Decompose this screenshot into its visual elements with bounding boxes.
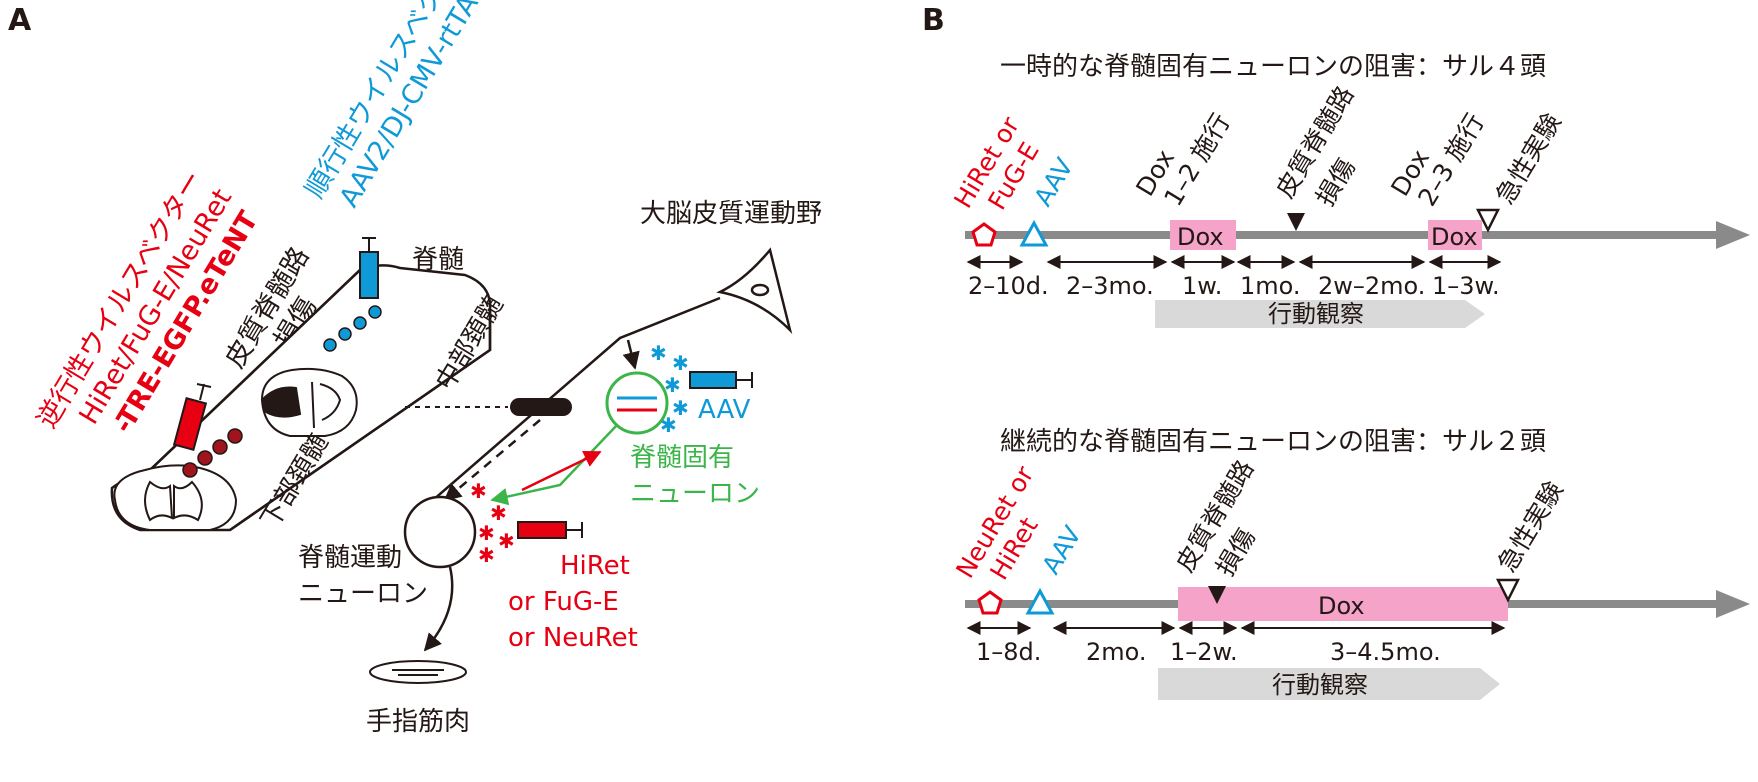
timeline2-observation-label: 行動観察 [1272, 671, 1368, 699]
cord-right-face [229, 310, 492, 532]
cord-cross-section-lesion [260, 367, 358, 437]
timeline1-interval-3: 1w. [1182, 272, 1222, 300]
timeline1-interval-2: 2–3mo. [1066, 272, 1154, 300]
svg-text:✱: ✱ [660, 413, 677, 437]
spinal-cord-label: 脊髄 [412, 245, 464, 275]
svg-text:✱: ✱ [498, 529, 515, 553]
timeline1-aav-triangle-icon [1019, 219, 1049, 247]
antero-vector-label: 順行性ウイルスベクター AAV2/DJ-CMV-rtTAV16 [299, 0, 511, 213]
timeline1-dox-box1 [1170, 220, 1236, 250]
timeline1-interval-1: 2–10d. [968, 272, 1049, 300]
panel-b-label: B [922, 3, 945, 38]
red-retro-arrow [521, 450, 602, 492]
timeline2-aav-triangle-icon [1025, 587, 1055, 615]
timeline2-dox-box [1178, 587, 1508, 621]
lesion-block [510, 398, 572, 416]
timeline1-observation-label: 行動観察 [1268, 300, 1364, 328]
timeline1-acute-label: 急性実験 [1490, 108, 1566, 209]
antero-syringe-icon [359, 237, 379, 299]
timeline2-interval-4: 3–4.5mo. [1330, 638, 1441, 666]
timeline1-dox-box2-label: Dox [1431, 223, 1478, 251]
timeline1-dox-box1-label: Dox [1177, 223, 1224, 251]
retro-virus-syringe-icon [517, 521, 583, 539]
red-particles-icon: ✱✱✱✱✱ [470, 479, 515, 567]
motoneuron [403, 495, 477, 569]
timeline1-interval-4: 1mo. [1240, 272, 1301, 300]
svg-text:✱: ✱ [478, 521, 495, 545]
cortical-axon [409, 296, 721, 521]
timeline2-lesion-marker-icon [1208, 586, 1226, 604]
timeline1-acute-marker-icon [1475, 208, 1501, 233]
aav-label: AAV [698, 395, 751, 425]
retro-option-2: or FuG-E [508, 587, 619, 617]
muscle-label: 手指筋肉 [366, 707, 470, 737]
timeline1-observation-arrow [1155, 300, 1485, 328]
motor-cortex-label: 大脳皮質運動野 [640, 199, 822, 229]
timeline1-retro-label: HiRet or FuG-E [948, 111, 1044, 215]
cord-cross-section-front [113, 464, 238, 531]
timeline1-lesion-marker-icon [1287, 213, 1305, 231]
svg-text:✱: ✱ [470, 479, 487, 503]
propriospinal-label-2: ニューロン [630, 479, 760, 509]
propriospinal-label-1: 脊髄固有 [630, 443, 734, 473]
timeline2-title: 継続的な脊髄固有ニューロンの阻害：サル２頭 [1000, 427, 1546, 457]
timeline2-aav-label: AAV [1036, 521, 1087, 579]
timeline2-arrowhead [1716, 590, 1750, 618]
blue-particles-icon: ✱✱✱✱✱ [650, 341, 689, 437]
timeline1-retro-pentagon-icon [971, 222, 997, 247]
antero-injection-dots [323, 305, 382, 352]
timeline2-acute-label: 急性実験 [1492, 476, 1568, 577]
svg-text:✱: ✱ [672, 396, 689, 420]
svg-text:✱: ✱ [478, 543, 495, 567]
aav-syringe-icon [689, 371, 753, 389]
timeline2-interval-3: 1–2w. [1170, 638, 1238, 666]
timeline2-observation-arrow [1158, 668, 1500, 700]
motoneuron-label-1: 脊髄運動 [298, 543, 402, 573]
retro-syringe-icon [172, 383, 212, 451]
muscle-icon [369, 660, 467, 684]
timeline2-interval-2: 2mo. [1086, 638, 1147, 666]
dashed-descending-arrow [443, 419, 541, 502]
timeline2-retro-pentagon-icon [977, 590, 1003, 615]
retro-injection-dots [182, 428, 243, 478]
svg-text:✱: ✱ [650, 341, 667, 365]
axon-to-propriospinal-arrow [622, 339, 640, 370]
cortical-neuron-icon [716, 247, 793, 335]
svg-text:✱: ✱ [672, 351, 689, 375]
motoneuron-label-2: ニューロン [298, 579, 428, 609]
retro-option-3: or NeuRet [508, 623, 638, 653]
propriospinal-neuron [605, 371, 669, 435]
panel-a-label: A [8, 3, 32, 38]
timeline2-acute-marker-icon [1495, 578, 1521, 603]
timeline1-interval-5: 2w–2mo. [1318, 272, 1425, 300]
timeline2-interval-1: 1–8d. [976, 638, 1041, 666]
timeline2-dox-box-label: Dox [1318, 592, 1365, 620]
timeline1-interval-6: 1–3w. [1432, 272, 1500, 300]
svg-text:✱: ✱ [664, 373, 681, 397]
retro-option-1: HiRet [560, 551, 630, 581]
svg-text:✱: ✱ [490, 501, 507, 525]
green-axon-arrow [490, 424, 618, 506]
timeline1-title: 一時的な脊髄固有ニューロンの阻害：サル４頭 [1000, 52, 1546, 82]
timeline2-retro-label: NeuRet or HiRet [950, 460, 1044, 584]
motor-axon-arrow [423, 566, 454, 652]
timeline1-dox-box2 [1428, 220, 1482, 250]
timeline1-arrowhead [1716, 221, 1750, 249]
